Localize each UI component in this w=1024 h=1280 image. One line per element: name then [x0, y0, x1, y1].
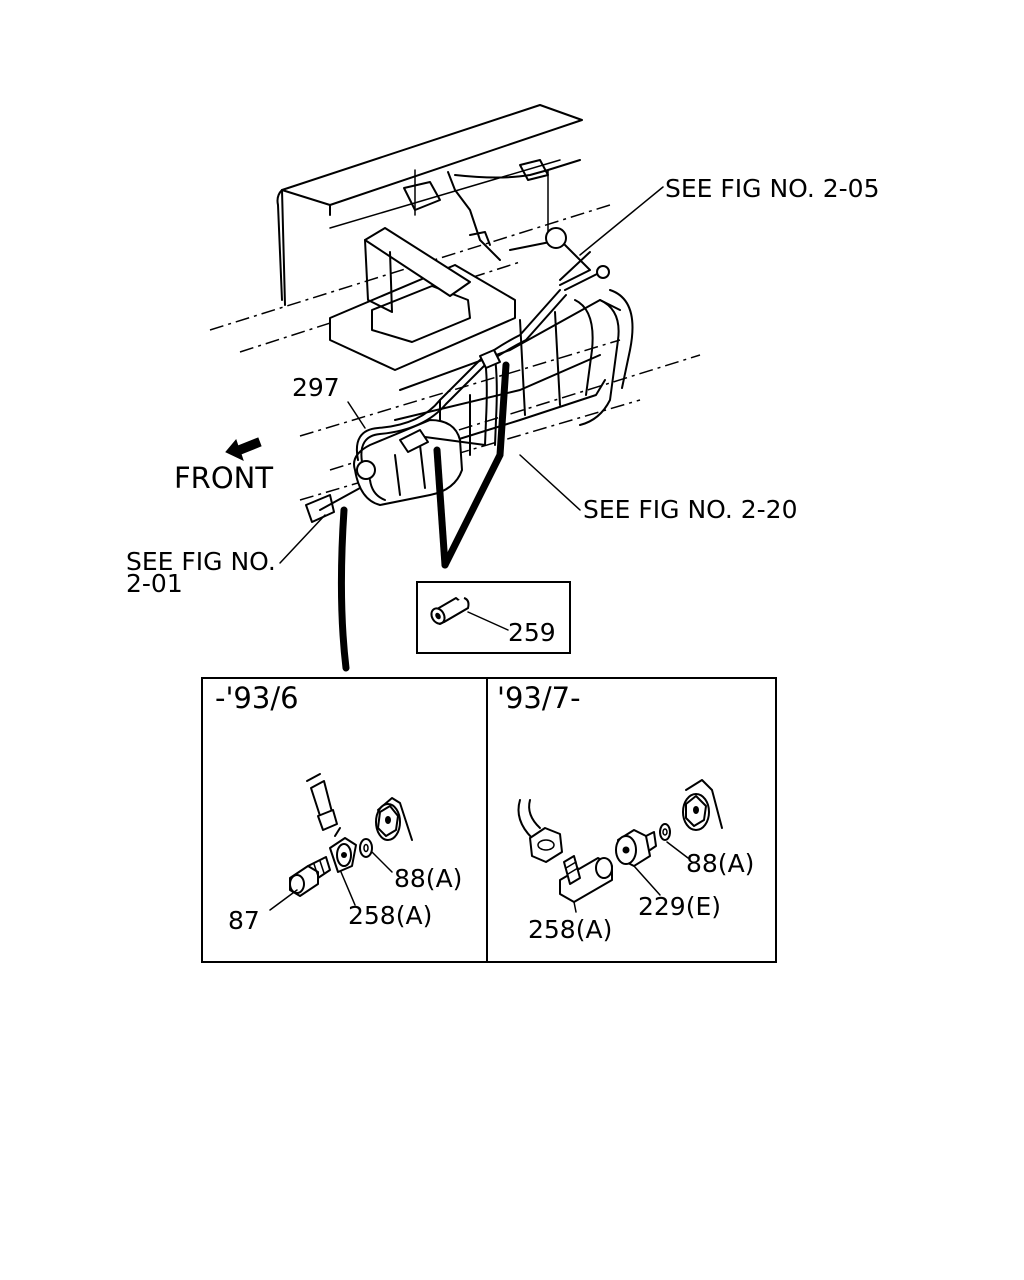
right-part-88a-label: 88(A) [686, 849, 754, 878]
left-part-258a-label: 258(A) [348, 901, 432, 930]
see-fig-2-20-label: SEE FIG NO. 2-20 [583, 495, 797, 524]
port-fitting-icon [375, 797, 413, 841]
see-fig-2-01-label-line1: SEE FIG NO. [126, 547, 276, 576]
washer-icon [359, 838, 373, 858]
left-panel-period-label: -'93/6 [215, 681, 299, 715]
port-fitting-icon-right [682, 779, 723, 831]
part-259-box [416, 581, 571, 654]
see-fig-2-05-label: SEE FIG NO. 2-05 [665, 174, 879, 203]
part-259-label: 259 [508, 618, 556, 647]
banjo-bolt-icon [289, 856, 331, 897]
leader-lines [279, 186, 664, 564]
front-label: FRONT [174, 461, 273, 495]
eye-bolt-fitting-icon [329, 827, 357, 873]
front-arrow-icon [225, 437, 262, 461]
right-panel-parts [517, 779, 723, 913]
fuel-tank-drawing [305, 227, 634, 523]
callout-connectors [337, 361, 510, 672]
washer-icon-right [659, 823, 671, 841]
inset-panels [201, 677, 777, 963]
sleeve-icon [430, 597, 470, 625]
left-part-88a-label: 88(A) [394, 864, 462, 893]
bleeder-screw-icon [306, 773, 338, 831]
hose-nut-icon [517, 799, 563, 863]
inset-panel-frame [201, 677, 777, 963]
fuel-lines-drawing [356, 159, 610, 463]
left-part-87-label: 87 [228, 906, 260, 935]
right-part-258a-label: 258(A) [528, 915, 612, 944]
part-259-callout [416, 581, 571, 654]
right-panel-period-label: '93/7- [497, 681, 581, 715]
part-297-label: 297 [292, 373, 340, 402]
left-panel-parts [269, 773, 413, 911]
adapter-fitting-icon [615, 829, 657, 867]
right-part-229e-label: 229(E) [638, 892, 721, 921]
see-fig-2-01-label-line2: 2-01 [126, 569, 183, 598]
tee-fitting-icon [559, 855, 613, 903]
